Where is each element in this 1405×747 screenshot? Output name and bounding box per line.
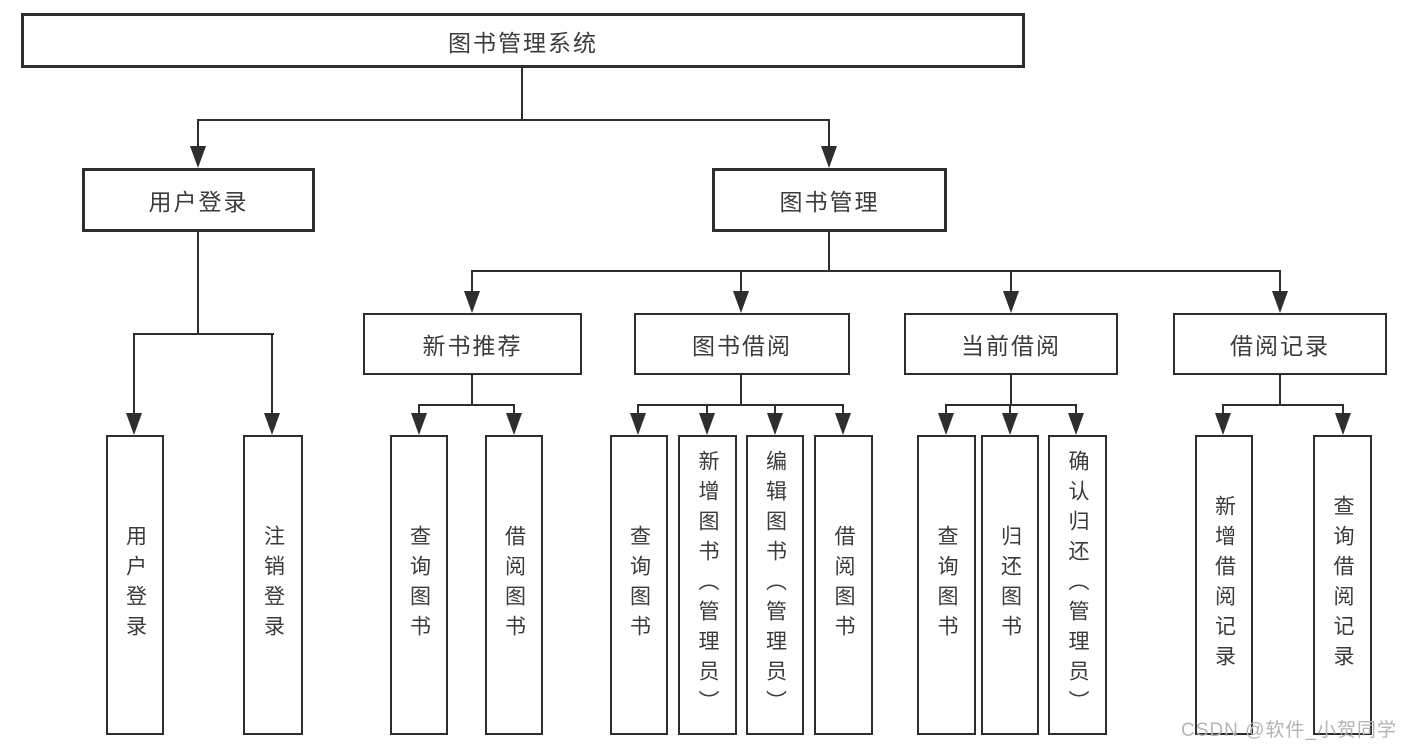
node-library-system-label: 图书管理系统 bbox=[448, 29, 598, 56]
connector-line bbox=[828, 232, 830, 272]
leaf-return-books-label: 归还图书 bbox=[998, 525, 1022, 645]
connector-line bbox=[740, 375, 742, 406]
arrowhead-down-icon bbox=[1002, 413, 1018, 435]
leaf-query-borrow-record-label: 查询借阅记录 bbox=[1331, 495, 1354, 675]
leaf-query-books-recommend: 查询图书 bbox=[390, 435, 448, 735]
connector-line bbox=[197, 232, 199, 335]
connector-line bbox=[197, 119, 199, 149]
connector-line bbox=[842, 404, 844, 415]
arrowhead-down-icon bbox=[411, 413, 427, 435]
connector-line bbox=[1279, 270, 1281, 293]
connector-line bbox=[1222, 404, 1344, 406]
arrowhead-down-icon bbox=[126, 413, 142, 435]
connector-line bbox=[774, 404, 776, 415]
connector-line bbox=[1075, 404, 1077, 415]
arrowhead-down-icon bbox=[1335, 413, 1351, 435]
connector-line bbox=[1010, 375, 1012, 406]
arrowhead-down-icon bbox=[767, 413, 783, 435]
arrowhead-down-icon bbox=[1215, 413, 1231, 435]
connector-line bbox=[828, 119, 830, 149]
leaf-user-login: 用户登录 bbox=[106, 435, 164, 735]
node-book-borrowing-label: 图书借阅 bbox=[692, 333, 792, 359]
connector-line bbox=[1009, 404, 1011, 415]
connector-line bbox=[637, 404, 844, 406]
leaf-query-books-current-label: 查询图书 bbox=[935, 525, 958, 645]
arrowhead-down-icon bbox=[699, 413, 715, 435]
connector-line bbox=[1342, 404, 1344, 415]
arrowhead-down-icon bbox=[733, 291, 749, 313]
arrowhead-down-icon bbox=[938, 413, 954, 435]
arrowhead-down-icon bbox=[506, 413, 522, 435]
leaf-borrow-books-label: 借阅图书 bbox=[832, 525, 855, 645]
connector-line bbox=[1222, 404, 1224, 415]
arrowhead-down-icon bbox=[264, 413, 280, 435]
node-book-management: 图书管理 bbox=[712, 168, 947, 232]
connector-line bbox=[133, 333, 135, 413]
node-library-system: 图书管理系统 bbox=[21, 13, 1025, 68]
node-user-login: 用户登录 bbox=[82, 168, 315, 232]
watermark: CSDN @软件_小贺同学 bbox=[1181, 720, 1397, 741]
connector-line bbox=[637, 404, 639, 415]
leaf-borrow-books-recommend: 借阅图书 bbox=[485, 435, 543, 735]
arrowhead-down-icon bbox=[835, 413, 851, 435]
node-borrowing-records: 借阅记录 bbox=[1173, 313, 1387, 375]
arrowhead-down-icon bbox=[1068, 413, 1084, 435]
leaf-query-books-recommend-label: 查询图书 bbox=[407, 525, 431, 645]
node-user-login-label: 用户登录 bbox=[148, 189, 249, 215]
arrowhead-down-icon bbox=[821, 146, 837, 168]
node-book-management-label: 图书管理 bbox=[779, 189, 880, 215]
leaf-edit-book-admin-label: 编辑图书（管理员） bbox=[763, 450, 787, 720]
arrowhead-down-icon bbox=[190, 146, 206, 168]
leaf-borrow-books-recommend-label: 借阅图书 bbox=[502, 525, 526, 645]
leaf-confirm-return-admin-label: 确认归还（管理员） bbox=[1066, 450, 1089, 720]
leaf-logout: 注销登录 bbox=[243, 435, 303, 735]
connector-line bbox=[513, 404, 515, 415]
leaf-user-login-label: 用户登录 bbox=[123, 525, 147, 645]
arrowhead-down-icon bbox=[464, 291, 480, 313]
connector-line bbox=[521, 68, 523, 120]
connector-line bbox=[740, 270, 742, 293]
leaf-add-borrow-record: 新增借阅记录 bbox=[1195, 435, 1253, 735]
arrowhead-down-icon bbox=[630, 413, 646, 435]
connector-line bbox=[471, 270, 473, 293]
connector-line bbox=[945, 404, 947, 415]
connector-line bbox=[706, 404, 708, 415]
leaf-query-books-borrowing-label: 查询图书 bbox=[627, 525, 651, 645]
arrowhead-down-icon bbox=[1003, 291, 1019, 313]
node-current-borrowing: 当前借阅 bbox=[904, 313, 1118, 375]
connector-line bbox=[133, 333, 274, 335]
connector-line bbox=[1010, 270, 1012, 293]
leaf-query-books-current: 查询图书 bbox=[917, 435, 976, 735]
connector-line bbox=[271, 333, 273, 413]
leaf-return-books: 归还图书 bbox=[981, 435, 1039, 735]
node-book-borrowing: 图书借阅 bbox=[634, 313, 850, 375]
arrowhead-down-icon bbox=[1272, 291, 1288, 313]
node-borrowing-records-label: 借阅记录 bbox=[1230, 333, 1330, 359]
leaf-logout-label: 注销登录 bbox=[261, 525, 285, 645]
leaf-confirm-return-admin: 确认归还（管理员） bbox=[1048, 435, 1107, 735]
leaf-query-books-borrowing: 查询图书 bbox=[610, 435, 668, 735]
leaf-add-book-admin: 新增图书（管理员） bbox=[678, 435, 737, 735]
node-new-book-recommend-label: 新书推荐 bbox=[422, 333, 523, 359]
leaf-add-book-admin-label: 新增图书（管理员） bbox=[696, 450, 719, 720]
node-current-borrowing-label: 当前借阅 bbox=[961, 333, 1061, 359]
connector-line bbox=[945, 404, 1077, 406]
node-new-book-recommend: 新书推荐 bbox=[363, 313, 582, 375]
connector-line bbox=[418, 404, 515, 406]
connector-line bbox=[418, 404, 420, 415]
connector-line bbox=[197, 119, 830, 121]
leaf-query-borrow-record: 查询借阅记录 bbox=[1313, 435, 1372, 735]
connector-line bbox=[471, 375, 473, 406]
leaf-edit-book-admin: 编辑图书（管理员） bbox=[746, 435, 804, 735]
connector-line bbox=[471, 270, 1281, 272]
connector-line bbox=[1279, 375, 1281, 406]
leaf-add-borrow-record-label: 新增借阅记录 bbox=[1212, 495, 1236, 675]
leaf-borrow-books: 借阅图书 bbox=[814, 435, 873, 735]
